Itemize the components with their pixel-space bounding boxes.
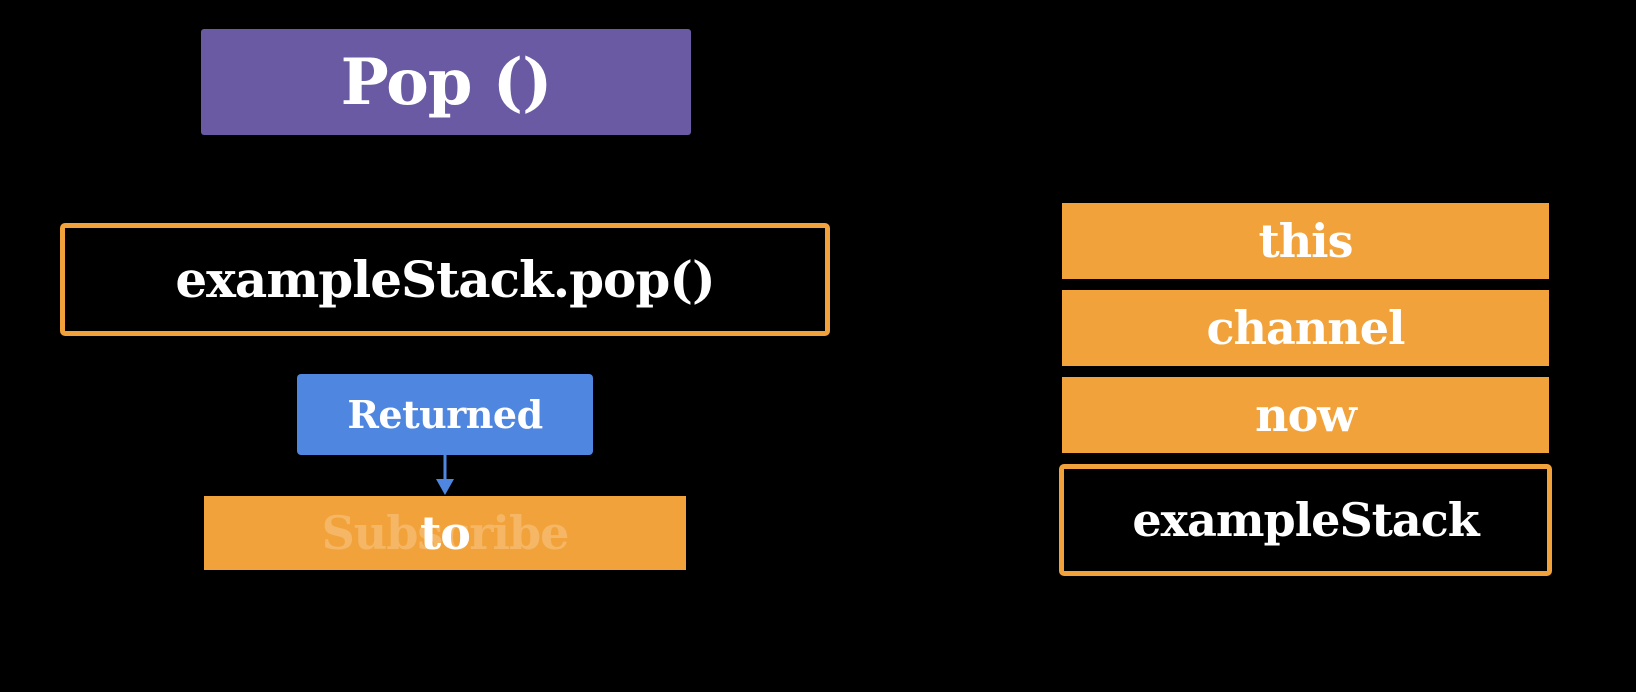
title-text: Pop (): [340, 44, 553, 120]
method-call-text: exampleStack.pop(): [175, 250, 715, 309]
stack-item-channel: channel: [1062, 290, 1549, 366]
stack-item-this: this: [1062, 203, 1549, 279]
stack-diagram: this channel now exampleStack: [1059, 203, 1552, 587]
stack-item-label: channel: [1206, 301, 1406, 355]
stack-item-now: now: [1062, 377, 1549, 453]
popped-value-box: Subscribe to: [204, 496, 686, 570]
popped-value-text: to: [420, 506, 471, 560]
faded-subscribe-text: Subscribe: [321, 506, 570, 560]
stack-item-examplestack: exampleStack: [1059, 464, 1552, 576]
stack-item-label: this: [1258, 214, 1353, 268]
returned-label-box: Returned: [297, 374, 593, 455]
stack-item-label: exampleStack: [1132, 493, 1479, 547]
method-call-box: exampleStack.pop(): [60, 223, 830, 336]
down-arrow-icon: [436, 455, 454, 495]
stack-item-label: now: [1255, 388, 1357, 442]
returned-label-text: Returned: [347, 392, 543, 437]
title-banner: Pop (): [201, 29, 691, 135]
